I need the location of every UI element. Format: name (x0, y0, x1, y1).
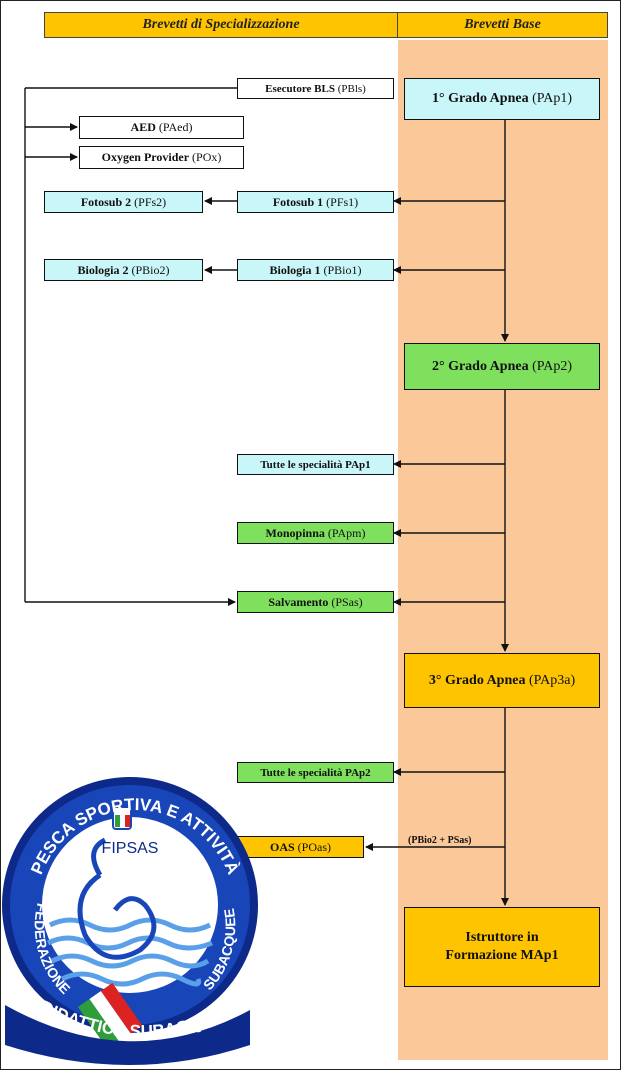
salvamento-code: (PSas) (331, 594, 363, 609)
salvamento-name: Salvamento (268, 594, 329, 609)
fotosub1-code: (PFs1) (326, 194, 359, 209)
istruttore-line1: Istruttore in (465, 930, 539, 945)
biologia2-name: Biologia 2 (77, 262, 129, 277)
box-fotosub2: Fotosub 2 (PFs2) (44, 191, 203, 213)
aed-code: (PAed) (158, 120, 193, 134)
logo-badge: Italia (116, 802, 129, 808)
biologia1-name: Biologia 1 (269, 262, 321, 277)
fotosub1-name: Fotosub 1 (272, 194, 324, 209)
fotosub2-name: Fotosub 2 (80, 194, 132, 209)
fotosub2-code: (PFs2) (134, 194, 167, 209)
fipsas-logo: Italia FIPSAS PESCA SPORTIVA E ATTIVITÀ … (2, 777, 258, 1065)
box-grado3-apnea: 3° Grado Apnea (PAp3a) (404, 653, 600, 708)
box-monopinna: Monopinna (PApm) (237, 522, 394, 544)
brevetti-base-column (398, 40, 608, 1060)
oxygen-provider-code: (POx) (192, 150, 222, 164)
box-grado1-apnea: 1° Grado Apnea (PAp1) (404, 78, 600, 120)
biologia1-code: (PBio1) (323, 262, 362, 277)
box-fotosub1: Fotosub 1 (PFs1) (237, 191, 394, 213)
oas-code: (POas) (297, 839, 331, 854)
box-tutte-specialita-pap1: Tutte le specialità PAp1 (237, 454, 394, 475)
tutte-pap2-name: Tutte le specialità PAp2 (260, 766, 371, 779)
box-grado2-apnea: 2° Grado Apnea (PAp2) (404, 343, 600, 390)
box-biologia1: Biologia 1 (PBio1) (237, 259, 394, 281)
esecutore-bls-code: (PBls) (337, 82, 366, 95)
header-base-label: Brevetti Base (464, 17, 541, 32)
grado2-name: 2° Grado Apnea (431, 358, 529, 374)
grado1-name: 1° Grado Apnea (431, 91, 529, 106)
logo-acronym: FIPSAS (102, 840, 159, 857)
oxygen-provider-name: Oxygen Provider (101, 150, 190, 164)
box-esecutore-bls: Esecutore BLS (PBls) (237, 78, 394, 99)
box-oxygen-provider: Oxygen Provider (POx) (79, 146, 244, 169)
box-istruttore: Istruttore in Formazione MAp1 (404, 907, 600, 987)
monopinna-code: (PApm) (327, 525, 366, 540)
oas-prerequisite-note: (PBio2 + PSas) (408, 835, 472, 846)
biologia2-code: (PBio2) (131, 262, 170, 277)
tutte-pap1-name: Tutte le specialità PAp1 (260, 458, 371, 471)
header-brevetti-base: Brevetti Base (397, 12, 608, 38)
esecutore-bls-name: Esecutore BLS (265, 82, 335, 95)
istruttore-line2: Formazione MAp1 (445, 948, 559, 963)
monopinna-name: Monopinna (265, 525, 325, 540)
grado2-code: (PAp2) (532, 358, 573, 374)
box-salvamento: Salvamento (PSas) (237, 591, 394, 613)
box-biologia2: Biologia 2 (PBio2) (44, 259, 203, 281)
aed-name: AED (130, 120, 156, 134)
header-specializzazione: Brevetti di Specializzazione (44, 12, 398, 38)
header-specializzazione-label: Brevetti di Specializzazione (142, 17, 300, 32)
oas-name: OAS (269, 839, 295, 854)
box-tutte-specialita-pap2: Tutte le specialità PAp2 (237, 762, 394, 783)
grado3-code: (PAp3a) (528, 672, 576, 688)
grado3-name: 3° Grado Apnea (428, 672, 526, 688)
box-oas: OAS (POas) (237, 836, 364, 858)
grado1-code: (PAp1) (532, 91, 573, 106)
box-aed: AED (PAed) (79, 116, 244, 139)
